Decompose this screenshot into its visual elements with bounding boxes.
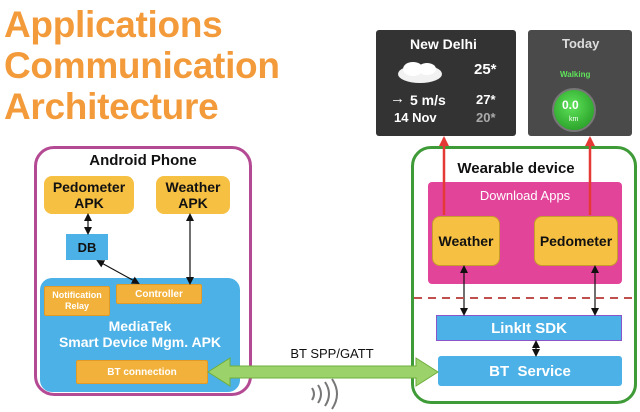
pedometer-value: 0.0 — [562, 98, 579, 112]
weather-wind: 5 m/s — [410, 92, 446, 108]
pedometer-unit: km — [569, 116, 579, 123]
linkit-sdk-box: LinkIt SDK — [436, 315, 622, 341]
cloud-icon — [396, 60, 444, 84]
weather-temp-low: 20* — [476, 110, 496, 125]
wireless-signal-icon — [311, 378, 338, 410]
notification-relay-line2: Relay — [64, 301, 90, 311]
mediatek-label: MediaTek Smart Device Mgm. APK — [40, 318, 240, 350]
weather-city: New Delhi — [410, 36, 477, 52]
title-line-2: Communication — [4, 45, 280, 86]
wind-arrow-icon: → — [390, 90, 405, 107]
pedometer-gauge-icon — [552, 88, 596, 132]
weather-apk-line2: APK — [178, 195, 208, 211]
weather-app-box: Weather — [432, 216, 500, 266]
android-phone-title: Android Phone — [89, 152, 197, 169]
pedometer-mode: Walking — [560, 70, 591, 79]
notification-relay-line1: Notification — [52, 290, 102, 300]
bt-link-label: BT SPP/GATT — [290, 346, 374, 361]
weather-screen: New Delhi 25* → 5 m/s 27* 14 Nov 20* — [376, 30, 516, 136]
pedometer-apk-line1: Pedometer — [52, 179, 126, 195]
mediatek-line1: MediaTek — [108, 318, 172, 334]
db-controller-arrow — [96, 260, 140, 284]
pedometer-apk-box: Pedometer APK — [44, 176, 134, 214]
bt-service-box: BT Service — [438, 356, 622, 386]
bt-spp-gatt-arrow — [207, 357, 439, 387]
android-phone-container — [34, 146, 252, 396]
pedometer-screen: Today Walking 0.0 km — [528, 30, 632, 136]
weather-apk-box: Weather APK — [156, 176, 230, 214]
title-line-1: Applications — [4, 4, 223, 45]
pedometer-title: Today — [562, 36, 600, 51]
wearable-device-container — [411, 146, 637, 404]
pedometer-apk-line2: APK — [74, 195, 104, 211]
pedometer-app-box: Pedometer — [534, 216, 618, 266]
title-line-3: Architecture — [4, 86, 219, 127]
download-apps-label: Download Apps — [479, 188, 571, 203]
diagram-title: Applications Communication Architecture — [4, 4, 280, 127]
weather-apk-line1: Weather — [165, 179, 221, 195]
bt-connection-box: BT connection — [76, 360, 208, 384]
weather-temp-high: 27* — [476, 92, 496, 107]
weather-date: 14 Nov — [394, 110, 437, 125]
controller-box: Controller — [116, 284, 202, 304]
db-box: DB — [66, 234, 108, 260]
weather-temp-now: 25* — [474, 61, 497, 78]
wearable-device-title: Wearable device — [457, 160, 575, 177]
mediatek-line2: Smart Device Mgm. APK — [58, 334, 222, 350]
notification-relay-box: Notification Relay — [44, 286, 110, 316]
